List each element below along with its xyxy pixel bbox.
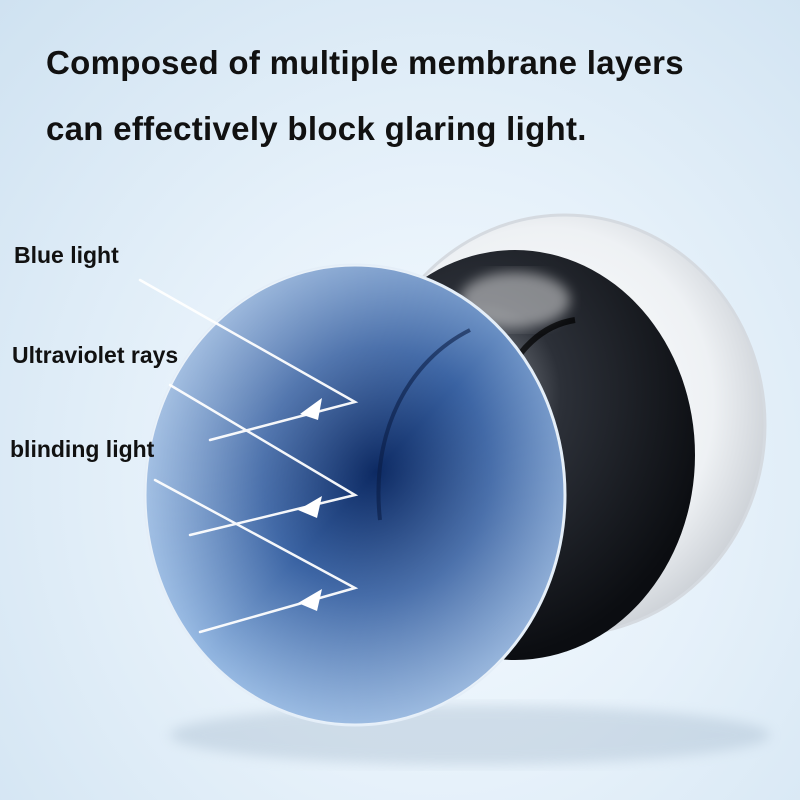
dark-lens-highlight: [460, 272, 570, 328]
ray-arrow-2: [298, 496, 322, 518]
headline: Composed of multiple membrane layers can…: [46, 30, 786, 162]
headline-line-1: Composed of multiple membrane layers: [46, 44, 684, 81]
blinding-light-ray: [153, 478, 359, 634]
blue-lens-inner-arc: [376, 328, 471, 521]
lens-shadow: [170, 705, 770, 765]
ultraviolet-rays-label: Ultraviolet rays: [12, 342, 179, 368]
blue-light-label: Blue light: [14, 242, 119, 268]
light-rays: [138, 278, 359, 634]
uv-ray: [168, 383, 359, 537]
blinding-light-label: blinding light: [10, 436, 155, 462]
headline-line-2: can effectively block glaring light.: [46, 110, 587, 147]
blue-light-ray: [138, 278, 359, 442]
ray-arrow-1: [300, 398, 322, 420]
ray-arrow-3: [298, 589, 322, 611]
